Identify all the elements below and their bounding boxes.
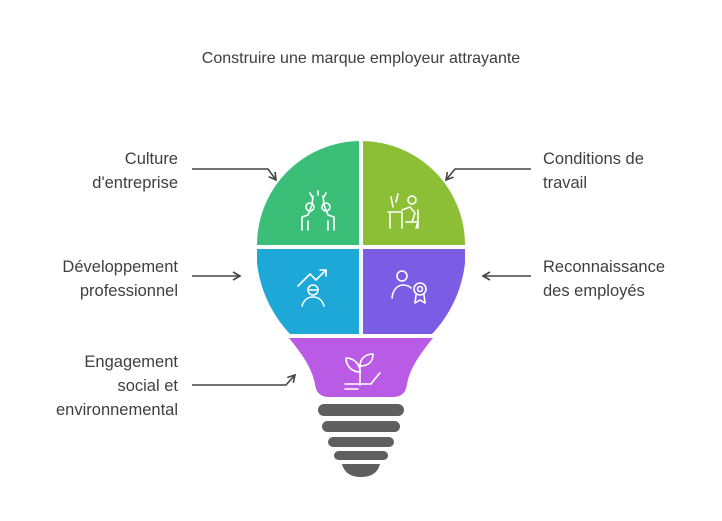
- arrow-conditions: [444, 168, 531, 182]
- arrow-engagement: [192, 373, 297, 386]
- plant-hand-icon: [344, 353, 381, 390]
- label-engagement: Engagement social et environnemental: [56, 353, 178, 419]
- segment-engagement: [289, 338, 433, 397]
- growth-person-icon: [297, 269, 327, 307]
- diagram-title: Construire une marque employeur attrayan…: [201, 50, 521, 67]
- award-person-icon: [391, 270, 427, 304]
- label-reconnaissance: Reconnaissance des employés: [543, 258, 665, 300]
- segment-conditions: [363, 141, 465, 245]
- desk-worker-icon: [387, 193, 419, 229]
- label-developpement: Développement professionnel: [62, 258, 178, 300]
- label-conditions: Conditions de travail: [543, 150, 644, 192]
- label-culture: Culture d'entreprise: [92, 150, 178, 192]
- arrow-culture: [192, 168, 277, 182]
- connector-arrows: [192, 168, 531, 386]
- team-celebration-icon: [301, 190, 335, 231]
- bulb-base: [318, 404, 404, 477]
